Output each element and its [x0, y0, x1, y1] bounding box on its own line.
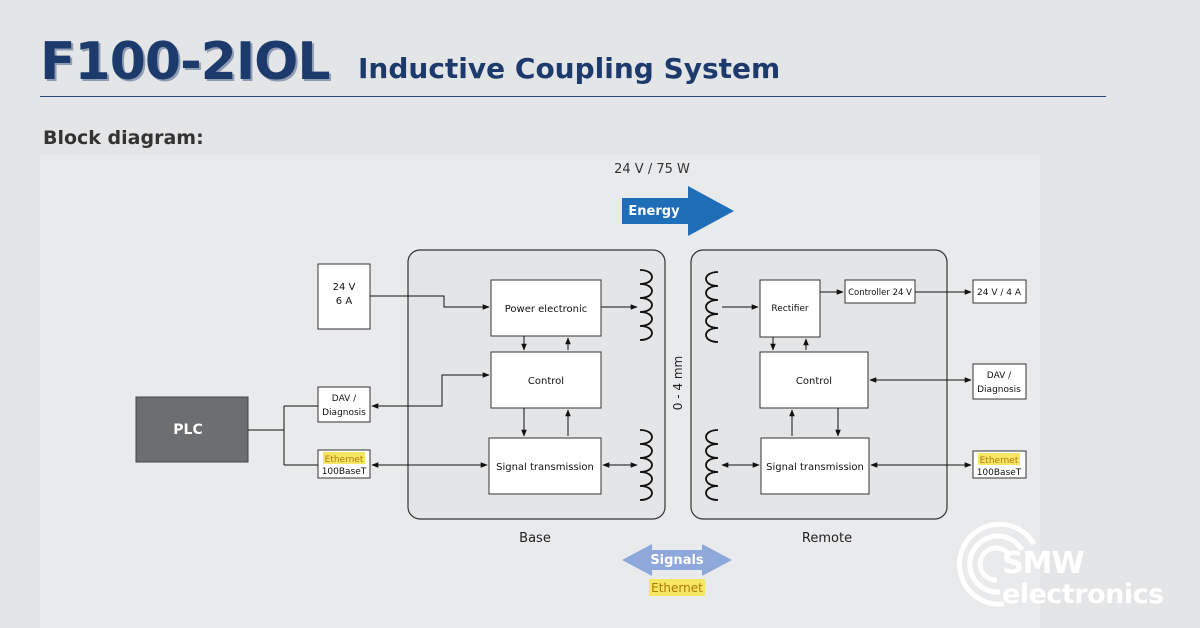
energy-spec: 24 V / 75 W: [614, 162, 690, 177]
rectifier-label: Rectifier: [771, 304, 809, 314]
base-dav-line1: DAV /: [332, 394, 357, 404]
remote-control-block: [759, 351, 869, 409]
controller-24v-label: Controller 24 V: [848, 288, 912, 298]
remote-output-label: 24 V / 4 A: [977, 288, 1022, 298]
remote-output-box: [972, 279, 1027, 304]
base-ethernet-highlight: [323, 452, 365, 464]
logo-text-smw: SMW: [1002, 546, 1085, 581]
plc-label: PLC: [173, 422, 202, 438]
base-signal-label: Signal transmission: [496, 462, 594, 473]
supply-voltage: 24 V: [333, 282, 356, 293]
signals-label: Signals: [650, 553, 704, 568]
energy-arrow: [622, 186, 734, 236]
signals-protocol: Ethernet: [651, 581, 703, 595]
energy-label: Energy: [628, 204, 680, 219]
remote-control-label: Control: [796, 376, 832, 387]
base-label: Base: [519, 531, 551, 546]
logo-text-electronics: electronics: [1002, 579, 1164, 610]
remote-dav-line1: DAV /: [987, 371, 1012, 381]
rectifier-block: [759, 279, 821, 338]
base-dav-box: [317, 386, 371, 423]
base-signal-block: [488, 437, 602, 495]
title-divider: [40, 96, 1106, 97]
remote-signal-label: Signal transmission: [766, 462, 864, 473]
base-ethernet-line1: Ethernet: [325, 455, 364, 465]
remote-ethernet-highlight: [978, 453, 1020, 465]
signals-arrow: [622, 544, 732, 576]
section-heading: Block diagram:: [43, 127, 204, 149]
remote-dav-box: [972, 363, 1027, 400]
remote-dav-line2: Diagnosis: [977, 385, 1021, 395]
base-signal-coil: [639, 429, 653, 501]
remote-signal-block: [760, 437, 870, 495]
base-dav-line2: Diagnosis: [322, 408, 366, 418]
remote-ethernet-line2: 100BaseT: [977, 468, 1022, 478]
remote-ethernet-line1: Ethernet: [980, 456, 1019, 466]
remote-signal-coil: [705, 429, 719, 501]
remote-label: Remote: [802, 531, 852, 546]
control-dav-line: [371, 372, 490, 409]
power-electronic-label: Power electronic: [505, 304, 588, 315]
power-electronic-block: [490, 279, 602, 337]
plc-bus-line: [248, 405, 318, 466]
base-ethernet-line2: 100BaseT: [322, 467, 367, 477]
product-model-title: F100-2IOL: [40, 32, 331, 92]
signals-protocol-highlight: [649, 579, 705, 596]
supply-current: 6 A: [336, 296, 353, 307]
base-power-coil: [639, 269, 653, 341]
smw-logo-graphic: [957, 522, 1037, 607]
product-subtitle: Inductive Coupling System: [358, 52, 781, 85]
supply-to-power-line: [370, 295, 490, 310]
base-control-block: [490, 351, 602, 409]
gap-distance-label: 0 - 4 mm: [671, 356, 685, 410]
base-control-label: Control: [528, 376, 564, 387]
remote-power-coil: [705, 271, 719, 343]
